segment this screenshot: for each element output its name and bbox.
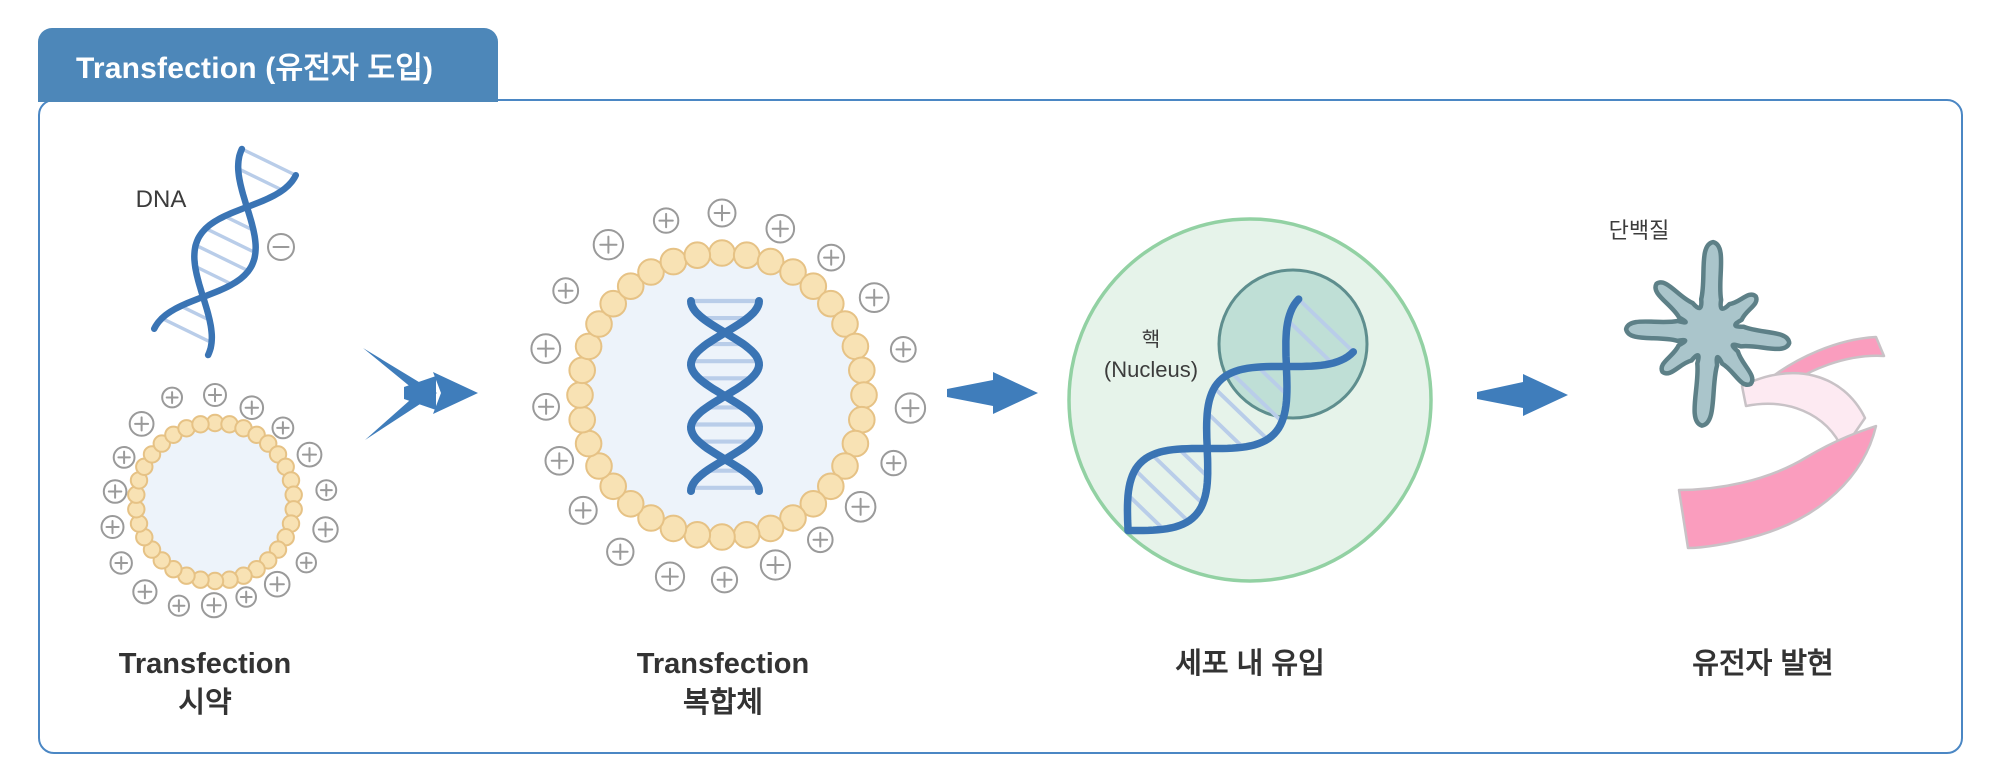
plus-charge-icon <box>889 336 917 363</box>
plus-charge-icon <box>844 491 877 523</box>
nucleus-label: 핵 (Nucleus) <box>1056 326 1246 384</box>
plus-charge-icon <box>654 561 686 592</box>
plus-charge-icon <box>606 537 635 566</box>
plus-charge-icon <box>100 515 125 539</box>
plus-charge-icon <box>592 229 625 261</box>
protein-icon <box>1623 239 1792 428</box>
complex-plus-charges <box>530 198 927 594</box>
plus-charge-icon <box>817 243 846 272</box>
plus-charge-icon <box>807 526 834 554</box>
plus-charge-icon <box>544 446 575 476</box>
plus-charge-icon <box>263 570 291 598</box>
plus-charge-icon <box>532 392 560 421</box>
plus-charge-icon <box>200 592 228 619</box>
plus-charge-icon <box>652 207 680 234</box>
plus-charge-icon <box>552 277 580 305</box>
plus-charge-icon <box>765 213 796 244</box>
protein-label: 단백질 <box>1608 218 1670 243</box>
plus-charge-icon <box>710 566 739 594</box>
dna-label: DNA <box>135 186 187 213</box>
stage-caption-complex: Transfection 복합체 <box>636 648 810 719</box>
diagram-panel <box>38 99 1963 754</box>
plus-charge-icon <box>707 198 737 228</box>
stage-caption-gene-expression: 유전자 발현 <box>1692 648 1834 680</box>
nucleus-label-english: (Nucleus) <box>1103 357 1199 382</box>
plus-charge-icon <box>568 495 598 525</box>
naked-dna-icon <box>150 145 300 359</box>
plus-charge-icon <box>894 392 927 424</box>
plus-charge-icon <box>161 386 184 409</box>
plus-charge-icon <box>530 333 562 365</box>
plus-charge-icon <box>102 479 128 504</box>
reagent-plus-charges <box>100 383 339 619</box>
stage-caption-cell-entry: 세포 내 유입 <box>1175 648 1325 680</box>
mrna-ribbon-icon <box>1677 335 1886 550</box>
fast-forward-arrow-icon <box>363 348 478 440</box>
plus-charge-icon <box>128 411 155 437</box>
page-title: Transfection (유전자 도입) <box>76 52 434 85</box>
cell-dna-icon <box>1123 295 1358 535</box>
plus-charge-icon <box>239 395 265 421</box>
plus-charge-icon <box>296 441 323 468</box>
plus-charge-icon <box>858 282 890 314</box>
right-arrow-icon-2 <box>1477 374 1568 416</box>
liposome-reagent-icon <box>127 413 303 591</box>
nucleus-icon <box>1217 268 1369 420</box>
title-tab: Transfection (유전자 도입) <box>38 28 498 102</box>
plus-charge-icon <box>235 586 257 608</box>
plus-charge-icon <box>880 449 907 477</box>
plus-charge-icon <box>759 549 792 581</box>
plus-charge-icon <box>312 516 339 543</box>
plus-charge-icon <box>167 594 190 617</box>
plus-charge-icon <box>203 383 227 407</box>
complex-dna-icon <box>686 297 764 495</box>
plus-charge-icon <box>109 551 133 575</box>
minus-charge-icon <box>267 233 295 261</box>
plus-charge-icon <box>271 416 295 440</box>
plus-charge-icon <box>112 446 136 469</box>
right-arrow-icon <box>947 372 1038 414</box>
plus-charge-icon <box>315 479 338 502</box>
nucleus-label-korean: 핵 <box>1141 329 1161 351</box>
plus-charge-icon <box>295 552 317 574</box>
stage-caption-reagent: Transfection 시약 <box>118 648 292 719</box>
plus-charge-icon <box>132 579 158 605</box>
